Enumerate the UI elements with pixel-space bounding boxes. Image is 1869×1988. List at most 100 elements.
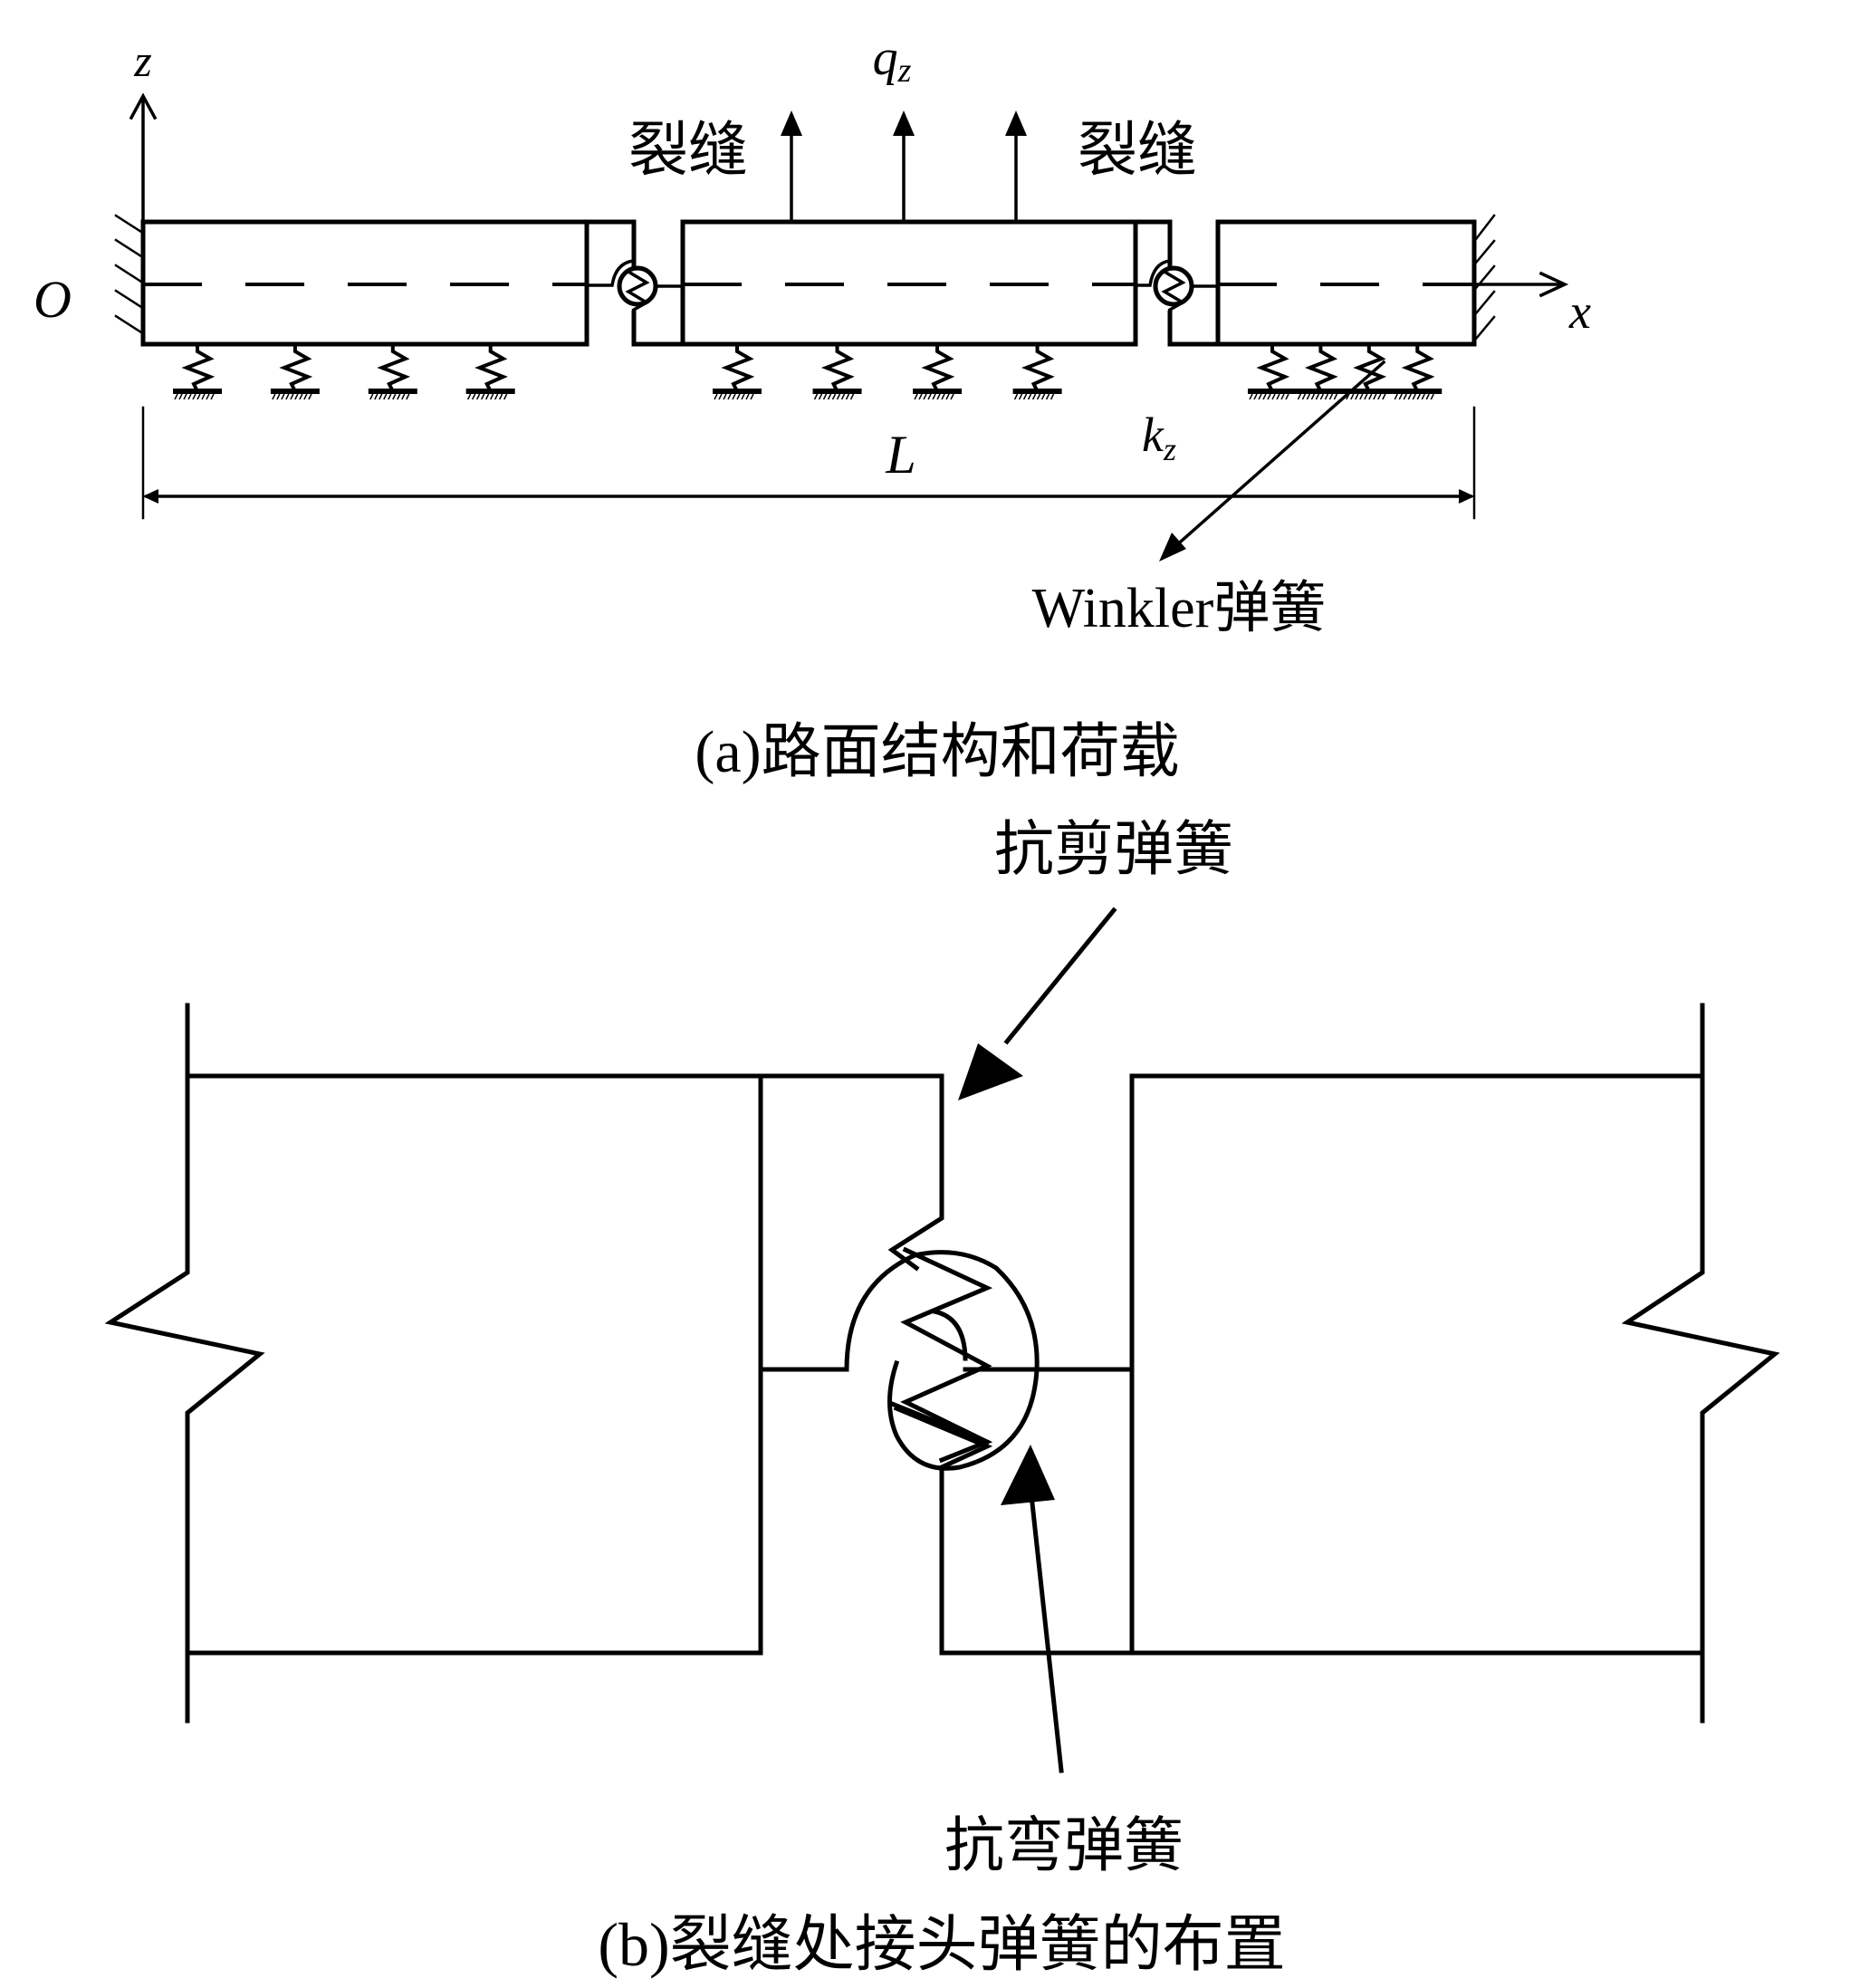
bending-spring-pointer [1030, 1501, 1064, 1773]
ground-hatch-icon [836, 393, 841, 400]
ground-hatch-icon [303, 393, 308, 400]
winkler-spring-icon [377, 344, 411, 394]
ground-hatch-icon [714, 393, 718, 400]
ground-hatch-icon [401, 393, 406, 400]
winkler-spring-icon [181, 344, 216, 394]
ground-hatch-icon [1013, 393, 1019, 400]
ground-hatch-icon [741, 393, 745, 400]
crack-label-left: 裂缝 [628, 115, 748, 185]
ground-hatch-icon [750, 393, 754, 400]
ground-hatch-icon [1355, 393, 1359, 400]
crack-label-right: 裂缝 [1078, 115, 1197, 185]
winkler-spring-icon [820, 344, 855, 394]
ground-hatch-icon [1262, 393, 1267, 400]
joint-lower-tab [893, 1405, 1135, 1656]
ground-hatch-icon [494, 393, 499, 400]
load-arrowhead-3 [1005, 110, 1027, 136]
panel-a: z O [34, 30, 1591, 785]
left-fixed-support [114, 214, 143, 334]
ground-hatch-icon [1031, 393, 1037, 400]
ground-hatch-icon [936, 393, 941, 400]
ground-hatch-icon [813, 393, 819, 400]
ground-hatch-icon [1267, 393, 1271, 400]
ground-hatch-icon [1421, 393, 1425, 400]
x-axis: x [1472, 271, 1591, 339]
panel-b: 抗剪弹簧 [104, 814, 1780, 1979]
ground-hatch-icon [845, 393, 850, 400]
ground-hatch-icon [196, 393, 201, 400]
winkler-spring-icon [1401, 344, 1435, 394]
winkler-springs [173, 344, 1442, 400]
ground-hatch-icon [950, 393, 954, 400]
winkler-spring-label: Winkler弹簧 [1032, 578, 1327, 639]
winkler-pointer-arrow [1164, 360, 1386, 557]
ground-hatch-icon [290, 393, 294, 400]
caption-b: (b)裂缝处接头弹簧的布置 [598, 1910, 1285, 1979]
ground-hatch-icon [1333, 393, 1338, 400]
ground-hatch-icon [1285, 393, 1289, 400]
ground-hatch-icon [201, 393, 206, 400]
ground-hatch-icon [206, 393, 210, 400]
ground-hatch-icon [308, 393, 312, 400]
ground-hatch-icon [745, 393, 750, 400]
ground-hatch-icon [285, 393, 290, 400]
ground-hatch-icon [374, 393, 379, 400]
right-slab [1129, 1003, 1780, 1724]
ground-hatch-icon [723, 393, 727, 400]
ground-hatch-icon [397, 393, 401, 400]
ground-hatch-icon [918, 393, 923, 400]
z-axis-arrowhead [129, 92, 158, 120]
ground-hatch-icon [923, 393, 927, 400]
ground-hatch-icon [1328, 393, 1334, 400]
ground-hatch-icon [827, 393, 832, 400]
ground-hatch-icon [1382, 393, 1386, 400]
ground-hatch-icon [1301, 393, 1307, 400]
ground-hatch-icon [490, 393, 494, 400]
ground-hatch-icon [840, 393, 846, 400]
joint-left-stub [758, 1252, 918, 1372]
ground-hatch-icon [392, 393, 397, 400]
ground-hatch-icon [1280, 393, 1285, 400]
origin-label: O [34, 270, 72, 329]
ground-hatch-icon [1310, 393, 1316, 400]
x-axis-arrowhead [1538, 271, 1569, 298]
ground-hatch-icon [1022, 393, 1028, 400]
ground-hatch-icon [272, 393, 276, 400]
ground-hatch-icon [1368, 393, 1373, 400]
ground-hatch-icon [818, 393, 823, 400]
ground-hatch-icon [1377, 393, 1382, 400]
caption-a: (a)路面结构和荷载 [695, 719, 1179, 785]
ground-hatch-icon [718, 393, 723, 400]
ground-hatch-icon [192, 393, 196, 400]
ground-hatch-icon [1403, 393, 1407, 400]
ground-hatch-icon [1249, 393, 1253, 400]
ground-hatch-icon [476, 393, 481, 400]
ground-hatch-icon [485, 393, 490, 400]
spring-stiffness-label: kz [1142, 408, 1176, 467]
joint-2 [1133, 219, 1221, 347]
ground-hatch-icon [932, 393, 936, 400]
ground-hatch-icon [822, 393, 828, 400]
ground-hatch-icon [294, 393, 299, 400]
x-axis-label: x [1568, 284, 1591, 339]
shear-spring-arrowhead [958, 1043, 1023, 1100]
ground-hatch-icon [1297, 393, 1302, 400]
winkler-spring-icon [1256, 344, 1290, 394]
ground-hatch-icon [174, 393, 178, 400]
z-axis: z [129, 35, 158, 224]
bending-spring-label: 抗弯弹簧 [944, 1810, 1184, 1880]
ground-hatch-icon [1045, 393, 1050, 400]
ground-hatch-icon [472, 393, 476, 400]
ground-hatch-icon [183, 393, 187, 400]
ground-hatch-icon [276, 393, 281, 400]
ground-hatch-icon [481, 393, 485, 400]
winkler-spring-icon [474, 344, 508, 394]
ground-hatch-icon [1253, 393, 1258, 400]
winkler-spring-icon [1353, 344, 1387, 394]
length-label: L [885, 425, 915, 485]
ground-hatch-icon [1271, 393, 1276, 400]
ground-hatch-icon [369, 393, 374, 400]
load-label: qz [873, 30, 912, 90]
ground-hatch-icon [383, 393, 388, 400]
